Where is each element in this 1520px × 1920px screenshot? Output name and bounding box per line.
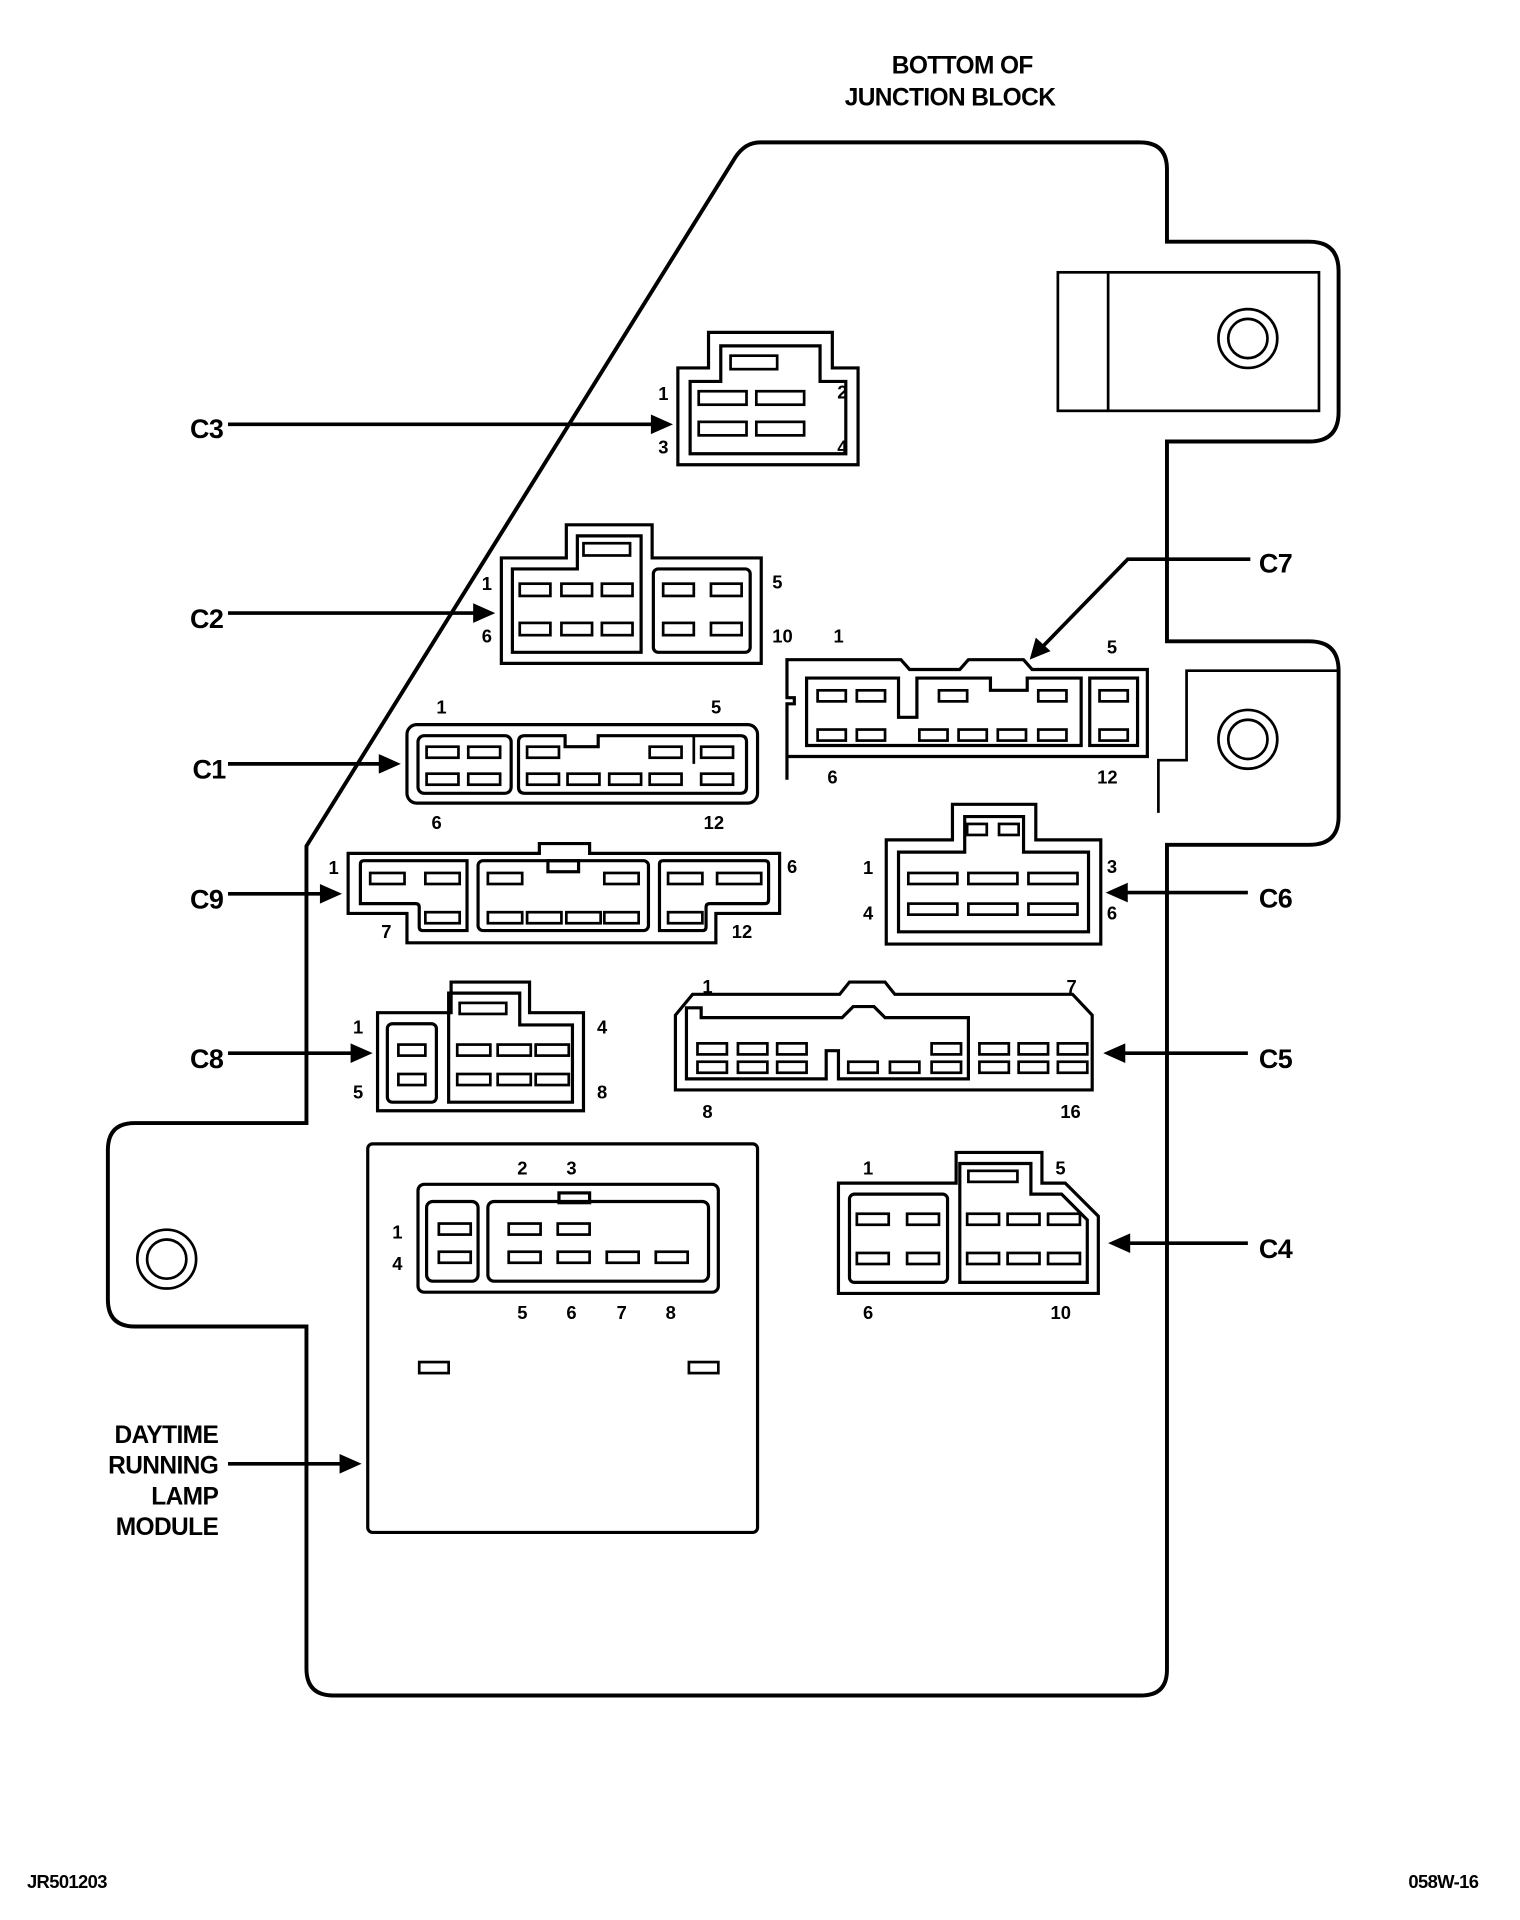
c6-pin-1: 1 — [863, 857, 873, 878]
drl-label-line2: RUNNING — [108, 1453, 218, 1480]
figure-id-right: 058W-16 — [1408, 1871, 1478, 1892]
c4-label: C4 — [1259, 1234, 1293, 1264]
c8-callout-arrow — [228, 1043, 373, 1063]
c9-pin-7: 7 — [381, 921, 391, 942]
c9-pin-12: 12 — [732, 921, 752, 942]
c1-pin-12: 12 — [704, 812, 724, 833]
c5-pin-8: 8 — [702, 1101, 712, 1122]
drl-module-label: DAYTIME RUNNING LAMP MODULE — [108, 1422, 219, 1541]
c8-label: C8 — [190, 1044, 224, 1074]
daytime-running-lamp-module[interactable] — [366, 1142, 760, 1535]
c1-pin-6: 6 — [431, 812, 441, 833]
drl-label-line1: DAYTIME — [114, 1422, 218, 1449]
mounting-tab-lower — [1157, 669, 1339, 813]
c7-pin-5: 5 — [1107, 637, 1117, 658]
c8-pin-1: 1 — [353, 1017, 363, 1038]
drl-pin-7: 7 — [617, 1302, 627, 1323]
c7-pin-12: 12 — [1097, 766, 1117, 787]
c6-pin-3: 3 — [1107, 856, 1117, 877]
connector-c9[interactable] — [346, 841, 782, 945]
c4-pin-10: 10 — [1051, 1302, 1071, 1323]
c7-pin-1: 1 — [834, 626, 844, 647]
c5-callout-arrow — [1103, 1043, 1248, 1063]
mounting-tab-left — [135, 1228, 198, 1290]
c6-callout-arrow — [1105, 882, 1248, 903]
c7-callout-arrow — [1029, 557, 1251, 660]
c6-label: C6 — [1259, 883, 1293, 913]
connector-c5[interactable] — [673, 980, 1094, 1092]
connector-c7[interactable] — [785, 658, 1149, 780]
drl-pin-2: 2 — [517, 1158, 527, 1179]
c2-label: C2 — [190, 604, 223, 634]
c3-pin-3: 3 — [658, 437, 668, 458]
c4-pin-1: 1 — [863, 1158, 873, 1179]
c1-pin-5: 5 — [711, 697, 721, 718]
c9-pin-1: 1 — [329, 857, 339, 878]
c5-pin-7: 7 — [1066, 976, 1076, 997]
c8-pin-4: 4 — [597, 1017, 608, 1038]
diagram-title-line2: JUNCTION BLOCK — [845, 85, 1056, 112]
c5-pin-1: 1 — [702, 976, 712, 997]
drl-pin-8: 8 — [666, 1302, 676, 1323]
c7-pin-6: 6 — [827, 766, 837, 787]
drl-callout-arrow — [228, 1454, 362, 1474]
drl-label-line3: LAMP — [151, 1483, 218, 1510]
diagram-title-line1: BOTTOM OF — [892, 53, 1034, 80]
connector-c3[interactable] — [676, 330, 860, 467]
c9-pin-6: 6 — [787, 856, 797, 877]
c2-pin-5: 5 — [772, 572, 782, 593]
c9-label: C9 — [190, 885, 223, 915]
c2-pin-1: 1 — [482, 573, 492, 594]
c7-label: C7 — [1259, 549, 1292, 579]
connector-c6[interactable] — [884, 802, 1103, 946]
c3-pin-1: 1 — [658, 383, 668, 404]
c2-pin-6: 6 — [482, 626, 492, 647]
mounting-tab-upper — [1056, 270, 1321, 413]
drl-label-line4: MODULE — [116, 1514, 219, 1541]
mounting-hole-icon — [1217, 708, 1279, 771]
connector-c1[interactable] — [405, 723, 760, 805]
c8-pin-8: 8 — [597, 1082, 607, 1103]
c2-callout-arrow — [228, 603, 496, 623]
c1-callout-arrow — [228, 754, 401, 774]
c3-label: C3 — [190, 414, 224, 444]
connector-c4[interactable] — [836, 1150, 1100, 1296]
c9-callout-arrow — [228, 884, 342, 904]
connector-c8[interactable] — [375, 980, 586, 1113]
drl-pin-3: 3 — [566, 1158, 576, 1179]
c2-pin-10: 10 — [772, 626, 792, 647]
c6-pin-4: 4 — [863, 903, 874, 924]
mounting-hole-icon — [1217, 307, 1279, 370]
connector-c2[interactable] — [499, 523, 763, 665]
c3-pin-2: 2 — [837, 382, 847, 403]
c8-pin-5: 5 — [353, 1082, 363, 1103]
junction-block-outline — [105, 140, 1341, 1698]
drl-pin-5: 5 — [517, 1302, 527, 1323]
c1-pin-1: 1 — [436, 697, 446, 718]
mounting-hole-icon — [135, 1228, 198, 1290]
c5-label: C5 — [1259, 1044, 1293, 1074]
drl-pin-4: 4 — [392, 1253, 403, 1274]
c5-pin-16: 16 — [1060, 1101, 1080, 1122]
figure-id-left: JR501203 — [27, 1871, 107, 1892]
c4-callout-arrow — [1108, 1233, 1248, 1253]
drl-pin-1: 1 — [392, 1221, 402, 1242]
c6-pin-6: 6 — [1107, 903, 1117, 924]
c4-pin-6: 6 — [863, 1302, 873, 1323]
c1-label: C1 — [192, 755, 226, 785]
c4-pin-5: 5 — [1055, 1158, 1065, 1179]
c3-callout-arrow — [228, 414, 673, 435]
c3-pin-4: 4 — [837, 437, 848, 458]
drl-pin-6: 6 — [566, 1302, 576, 1323]
